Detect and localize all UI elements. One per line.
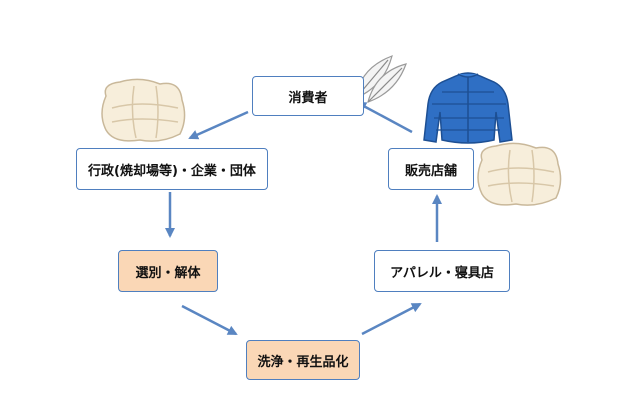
arrow-sort-to-wash <box>181 304 238 336</box>
arrow-retail-to-consumer <box>356 101 413 134</box>
arrow-wash-to-apparel <box>361 302 422 336</box>
node-admin: 行政(焼却場等)・企業・団体 <box>76 148 268 190</box>
node-wash: 洗浄・再生品化 <box>246 340 360 380</box>
down-pillow-icon <box>101 78 186 142</box>
down-jacket-icon <box>423 72 513 144</box>
arrow-consumer-to-admin <box>188 110 249 140</box>
node-sort: 選別・解体 <box>118 250 218 292</box>
node-retail: 販売店舗 <box>388 148 474 190</box>
node-apparel: アパレル・寝具店 <box>374 250 510 292</box>
down-pillow-icon <box>477 142 562 206</box>
node-consumer: 消費者 <box>252 76 364 116</box>
